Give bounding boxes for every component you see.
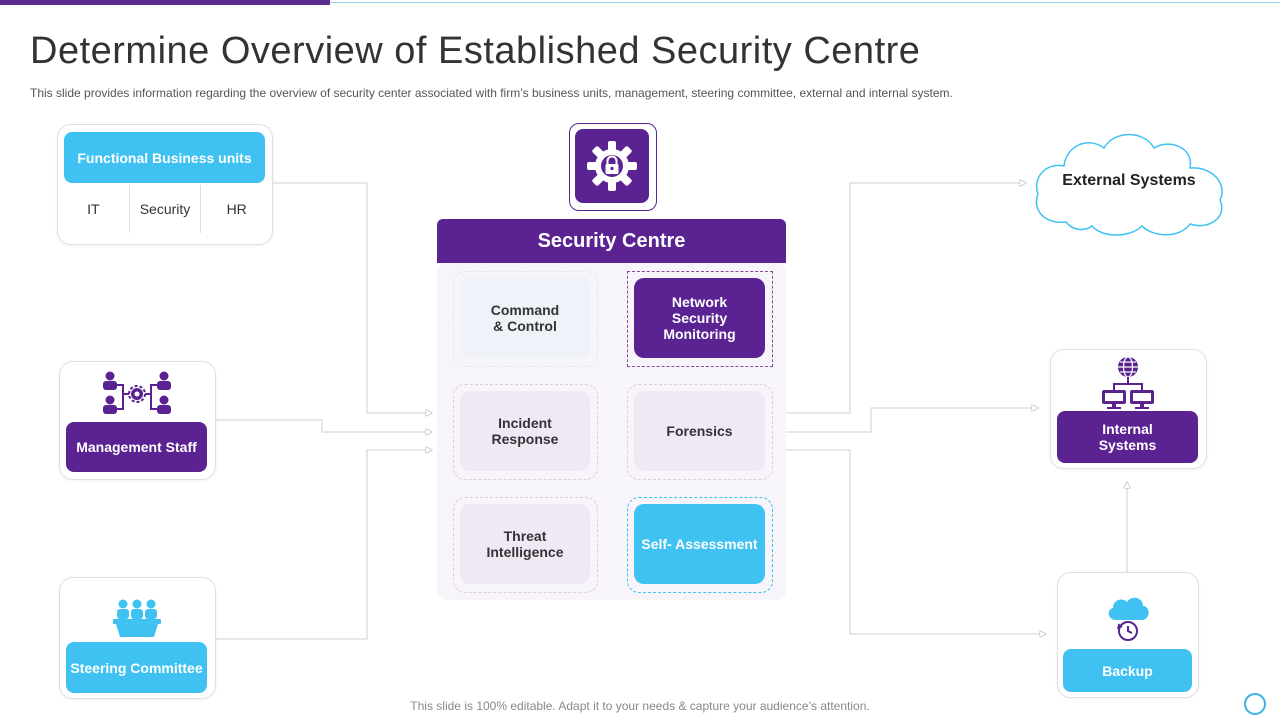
- incident-response-frame: [453, 384, 598, 480]
- committee-icon: [113, 599, 161, 637]
- unit-it: IT: [87, 201, 100, 217]
- threat-intelligence-cell: Threat Intelligence: [460, 504, 590, 584]
- security-centre-header: Security Centre: [437, 219, 786, 263]
- business-units-card: Functional Business units IT Security HR: [57, 124, 273, 245]
- page-subtitle: This slide provides information regardin…: [30, 86, 953, 100]
- connector-internal: [772, 408, 1038, 433]
- top-accent-bar: [0, 0, 330, 5]
- command-control-frame: [453, 271, 598, 367]
- connector-external: [772, 183, 1026, 414]
- security-centre-icon-tile: [575, 129, 649, 203]
- unit-security: Security: [128, 185, 201, 233]
- connector-backup: [772, 449, 1046, 634]
- network-monitoring-frame: [627, 271, 773, 367]
- command-control-cell: Command & Control: [460, 278, 590, 358]
- page-title: Determine Overview of Established Securi…: [30, 30, 921, 72]
- backup-label: Backup: [1063, 649, 1192, 692]
- business-units-row: IT Security HR: [58, 185, 272, 233]
- corner-circle-icon: [1244, 693, 1266, 715]
- external-systems-label: External Systems: [1062, 172, 1196, 189]
- threat-intelligence-frame: [453, 497, 598, 593]
- business-units-label: Functional Business units: [64, 132, 265, 183]
- management-staff-label: Management Staff: [66, 422, 207, 472]
- self-assessment-cell: Self- Assessment: [634, 504, 765, 584]
- top-accent-line: [330, 2, 1280, 3]
- gear-lock-icon: [587, 141, 637, 191]
- footer-note: This slide is 100% editable. Adapt it to…: [410, 699, 870, 713]
- steering-committee-label: Steering Committee: [66, 642, 207, 693]
- internal-systems-card: Internal Systems: [1050, 349, 1207, 469]
- internal-systems-label: Internal Systems: [1057, 411, 1198, 463]
- backup-card: Backup: [1057, 572, 1199, 698]
- self-assessment-frame: [627, 497, 773, 593]
- unit-hr: HR: [200, 185, 272, 233]
- management-staff-card: Management Staff: [59, 361, 216, 480]
- forensics-cell: Forensics: [634, 391, 765, 471]
- forensics-frame: [627, 384, 773, 480]
- steering-committee-card: Steering Committee: [59, 577, 216, 699]
- cloud-icon: [1035, 133, 1223, 236]
- network-monitoring-cell: Network Security Monitoring: [634, 278, 765, 358]
- connector-management: [215, 419, 432, 432]
- connector-steering: [215, 450, 432, 640]
- cloud-backup-icon: [1108, 597, 1149, 641]
- connector-business-units: [271, 182, 432, 413]
- network-computers-icon: [1102, 356, 1154, 409]
- org-chart-icon: [103, 371, 171, 414]
- incident-response-cell: Incident Response: [460, 391, 590, 471]
